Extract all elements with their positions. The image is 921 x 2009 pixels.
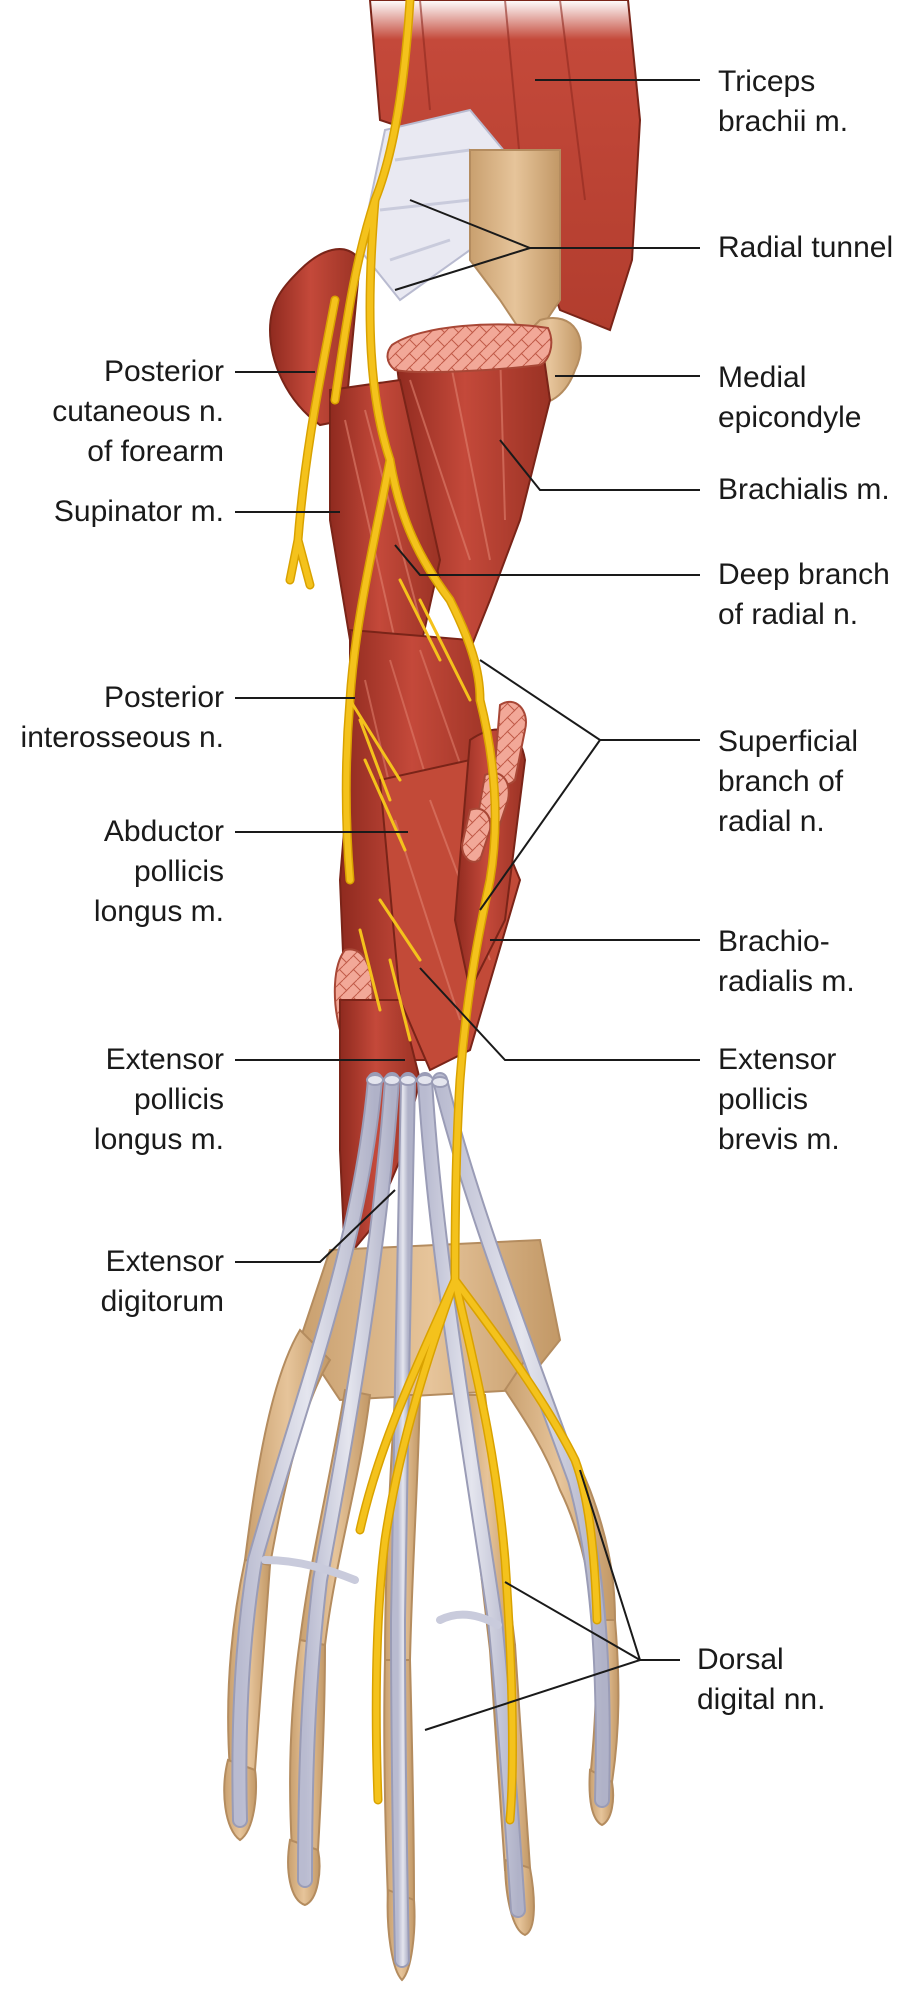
label-dorsal-digital-nn: Dorsal digital nn. xyxy=(697,1643,826,1716)
leader-deep-branch xyxy=(394,544,700,576)
tendon-cut-ends xyxy=(366,1074,449,1088)
humerus-distal xyxy=(469,149,561,331)
label-medial-epicondyle: Medial epicondyle xyxy=(718,361,862,434)
leader-brachialis xyxy=(499,439,700,491)
label-extensor-pollicis-brevis: Extensor pollicis brevis m. xyxy=(718,1043,840,1156)
label-triceps-brachii: Triceps brachii m. xyxy=(718,65,849,138)
leader-ext-digitorum xyxy=(235,1189,396,1263)
label-deep-branch-radial-n: Deep branch of radial n. xyxy=(718,558,890,631)
label-posterior-interosseous-n: Posterior interosseous n. xyxy=(20,681,224,754)
label-radial-tunnel: Radial tunnel xyxy=(718,231,894,264)
leader-dorsal-digital xyxy=(424,1469,680,1731)
extensor-digitorum-tendons xyxy=(231,1072,611,1968)
label-superficial-branch-radial-n: Superficial branch of radial n. xyxy=(718,725,859,838)
cut-muscle-stubs xyxy=(333,700,527,1042)
leader-superficial-branch xyxy=(479,659,700,911)
label-extensor-pollicis-longus: Extensor pollicis longus m. xyxy=(93,1043,224,1156)
label-supinator: Supinator m. xyxy=(53,495,224,528)
label-abductor-pollicis-longus: Abductor pollicis longus m. xyxy=(93,815,224,928)
leader-radial-tunnel xyxy=(394,199,700,291)
brachialis-cut-surface xyxy=(386,323,553,374)
leader-lines xyxy=(235,79,700,1731)
label-brachioradialis: Brachio- radialis m. xyxy=(718,925,855,998)
label-extensor-digitorum: Extensor digitorum xyxy=(100,1245,224,1318)
leader-epb xyxy=(419,967,700,1061)
label-posterior-cutaneous-n: Posterior cutaneous n. of forearm xyxy=(52,355,224,468)
radial-nerve-system xyxy=(285,0,602,1825)
label-brachialis: Brachialis m. xyxy=(718,473,890,506)
